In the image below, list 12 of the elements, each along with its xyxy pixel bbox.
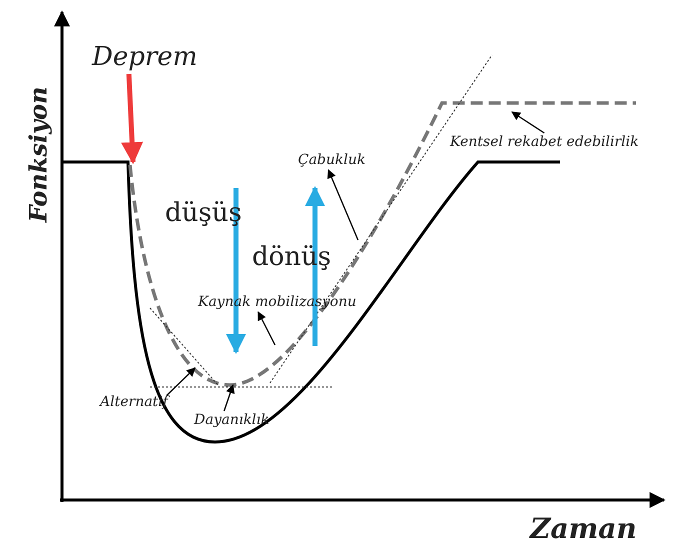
- leader-line: [511, 111, 545, 134]
- callout-label: Kentsel rekabet edebilirlik: [450, 134, 639, 150]
- arrow: [121, 74, 144, 164]
- callout-label: Çabukluk: [298, 152, 366, 168]
- leader-line: [327, 169, 359, 240]
- leader-line: [166, 367, 196, 396]
- axis-label: Zaman: [530, 512, 637, 545]
- axis-label: Fonksiyon: [23, 86, 52, 222]
- event-label: Deprem: [92, 42, 198, 72]
- callout-label: Dayanıklık: [194, 412, 270, 428]
- leader-line: [258, 311, 276, 346]
- leader-line: [223, 384, 235, 412]
